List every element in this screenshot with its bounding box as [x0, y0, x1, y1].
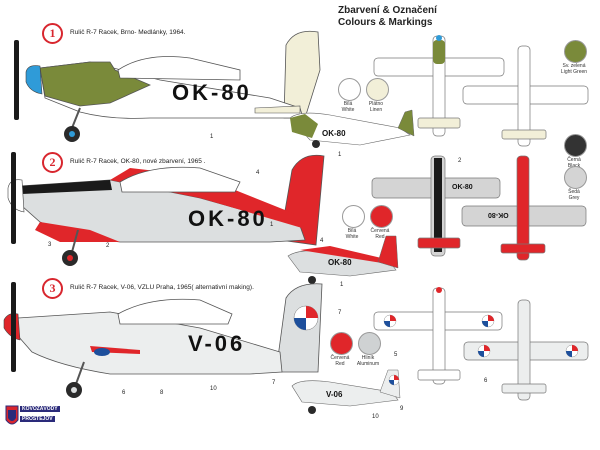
callout-7: 7 — [338, 310, 342, 316]
callout-4: 4 — [320, 238, 324, 244]
scheme-2-badge: 2 — [42, 152, 63, 173]
callout-10: 10 — [210, 386, 217, 392]
callout-1: 1 — [338, 152, 342, 158]
callout-1: 1 — [210, 134, 214, 140]
swatch-aluminum-label: Hliník Aluminum — [356, 355, 380, 367]
scheme-3-bottom-view — [463, 299, 589, 401]
scheme-1-top-view — [373, 35, 505, 137]
callout-5: 5 — [394, 352, 398, 358]
swatch-light-green-label: Sv. zelená Light Green — [560, 63, 588, 75]
scheme-1-label: Rulič R-7 Racek, Brno- Medlánky, 1964. — [70, 29, 186, 36]
scheme-1-small-side — [289, 109, 415, 148]
callout-8: 8 — [160, 390, 164, 396]
callout-6: 6 — [484, 378, 488, 384]
swatch-linen — [366, 78, 389, 101]
scheme-3-registration: V-06 — [188, 331, 246, 356]
swatch-white-1 — [338, 78, 361, 101]
scheme-2-top-view — [371, 155, 501, 257]
logo-line-1: KOVOZÁVODY — [20, 406, 60, 412]
scheme-2-label: Rulič R-7 Racek, OK-80, nové zbarvení, 1… — [70, 158, 206, 165]
swatch-red-3-label: Červená Red — [330, 355, 350, 367]
scheme-1-registration: OK-80 — [172, 80, 252, 105]
callout-2: 2 — [458, 158, 462, 164]
callout-2: 2 — [106, 243, 110, 249]
scheme-2-registration: OK-80 — [188, 206, 268, 231]
swatch-white-2-label: Bílá White — [345, 228, 359, 240]
scheme-1-side-profile — [14, 30, 321, 142]
scheme-2-small-side — [287, 235, 399, 284]
callout-9: 9 — [400, 406, 404, 412]
scheme-3-label: Rulič R-7 Racek, V-06, VZLU Praha, 1965(… — [70, 284, 254, 291]
swatch-grey-label: Šedá Grey — [568, 189, 580, 201]
scheme-3-side-profile — [3, 282, 323, 398]
scheme-3-badge: 3 — [42, 278, 63, 299]
callout-1: 1 — [270, 222, 274, 228]
scheme-3-small-registration: V-06 — [326, 390, 343, 399]
swatch-red-2 — [370, 205, 393, 228]
scheme-2-top-registration: OK-80 — [452, 184, 473, 191]
swatch-linen-label: Plátno Linen — [368, 101, 384, 113]
swatch-aluminum — [358, 332, 381, 355]
swatch-light-green — [564, 40, 587, 63]
scheme-3-small-side — [291, 369, 401, 414]
callout-10: 10 — [372, 414, 379, 420]
swatch-red-3 — [330, 332, 353, 355]
swatch-grey — [564, 166, 587, 189]
callout-6: 6 — [122, 390, 126, 396]
scheme-3-top-view — [373, 287, 503, 385]
callout-1: 1 — [340, 282, 344, 288]
scheme-2-bottom-view — [461, 155, 587, 261]
kovozavody-logo: KOVOZÁVODY PROSTĚJOV — [4, 404, 60, 440]
scheme-1-bottom-view — [462, 45, 589, 147]
swatch-white-2 — [342, 205, 365, 228]
scheme-1-badge: 1 — [42, 23, 63, 44]
title-czech: Zbarvení & Označení — [338, 5, 437, 16]
logo-emblem-icon — [5, 405, 19, 425]
scheme-2-side-profile — [7, 152, 325, 266]
callout-3: 3 — [48, 242, 52, 248]
callout-7: 7 — [272, 380, 276, 386]
title-english: Colours & Markings — [338, 17, 433, 28]
logo-line-2: PROSTĚJOV — [20, 416, 55, 422]
swatch-black — [564, 134, 587, 157]
scheme-2-small-registration: OK-80 — [328, 258, 352, 267]
scheme-1-small-registration: OK-80 — [322, 129, 346, 138]
swatch-white-1-label: Bílá White — [341, 101, 355, 113]
swatch-red-2-label: Červená Red — [370, 228, 390, 240]
callout-4: 4 — [256, 170, 260, 176]
